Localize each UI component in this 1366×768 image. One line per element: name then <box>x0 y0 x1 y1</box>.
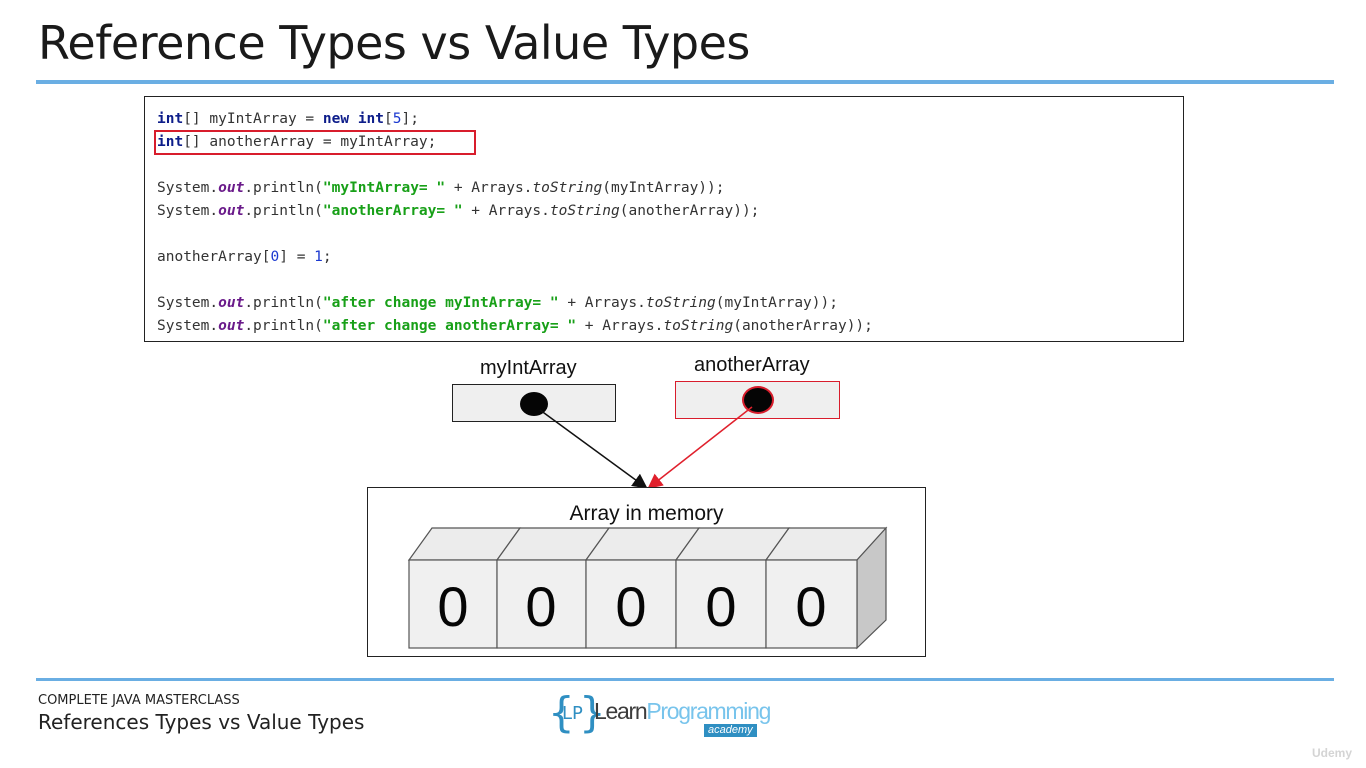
array-cell-value: 0 <box>525 575 557 638</box>
code-text: [] anotherArray = myIntArray; <box>183 134 437 150</box>
array-cell-value: 0 <box>795 575 827 638</box>
code-line: int[] myIntArray = new int[5]; <box>157 111 419 127</box>
footer-divider <box>36 678 1334 681</box>
memory-label: Array in memory <box>569 502 724 525</box>
code-static-method: toString <box>532 180 603 196</box>
code-string: "anotherArray= " <box>322 203 463 219</box>
logo-programming: Programming <box>646 698 771 724</box>
code-keyword: int <box>157 111 184 127</box>
code-keyword: new <box>322 111 350 127</box>
array-cell-value: 0 <box>437 575 469 638</box>
code-text: (anotherArray)); <box>733 318 873 334</box>
code-string: "after change anotherArray= " <box>322 318 577 334</box>
ref-label-myintarray: myIntArray <box>480 357 577 379</box>
logo-academy: academy <box>704 724 757 737</box>
code-text: System. <box>157 180 219 196</box>
code-static-method: toString <box>549 203 620 219</box>
code-text: anotherArray[ <box>157 249 271 265</box>
code-field: out <box>218 203 245 219</box>
code-line: int[] anotherArray = myIntArray; <box>157 134 436 150</box>
code-field: out <box>218 295 245 311</box>
logo-learn: Learn <box>594 698 648 724</box>
code-line: System.out.println("after change another… <box>157 318 873 334</box>
code-text: System. <box>157 318 219 334</box>
course-name: COMPLETE JAVA MASTERCLASS <box>38 693 240 708</box>
code-line: System.out.println("after change myIntAr… <box>157 295 838 311</box>
code-keyword: int <box>157 134 184 150</box>
code-string: "after change myIntArray= " <box>322 295 559 311</box>
array-cell-value: 0 <box>615 575 647 638</box>
code-text: + Arrays. <box>558 295 646 311</box>
pointer-dot <box>520 392 548 416</box>
udemy-watermark: Udemy <box>1311 746 1352 760</box>
code-text: + Arrays. <box>445 180 533 196</box>
array-cell-value: 0 <box>705 575 737 638</box>
code-text: (myIntArray)); <box>715 295 838 311</box>
code-listing: int[] myIntArray = new int[5]; int[] ano… <box>144 96 1184 342</box>
code-number: 1 <box>314 249 323 265</box>
code-text: ]; <box>401 111 419 127</box>
ref-box-anotherarray <box>675 381 840 419</box>
slide-title: Reference Types vs Value Types <box>38 16 750 70</box>
code-number: 0 <box>270 249 280 265</box>
code-text: [] myIntArray = <box>183 111 323 127</box>
code-field: out <box>218 318 245 334</box>
logo-wordmark: LearnProgramming <box>594 698 771 725</box>
code-text: ; <box>322 249 332 265</box>
code-number: 5 <box>392 111 402 127</box>
code-text: + Arrays. <box>462 203 550 219</box>
code-text: .println( <box>244 180 323 196</box>
code-static-method: toString <box>663 318 734 334</box>
code-text: (anotherArray)); <box>619 203 760 219</box>
logo-brace-close: } <box>579 688 606 737</box>
title-divider <box>36 80 1334 84</box>
code-text: .println( <box>244 318 323 334</box>
code-text: System. <box>157 203 219 219</box>
code-line: anotherArray[0] = 1; <box>157 249 332 265</box>
ref-box-myintarray <box>452 384 616 422</box>
code-text: (myIntArray)); <box>602 180 725 196</box>
code-text: System. <box>157 295 219 311</box>
code-line: System.out.println("anotherArray= " + Ar… <box>157 203 759 219</box>
code-text: ] = <box>279 249 315 265</box>
code-static-method: toString <box>645 295 716 311</box>
code-text: + Arrays. <box>576 318 664 334</box>
code-text: [ <box>384 111 393 127</box>
code-keyword: int <box>357 111 385 127</box>
highlight-box <box>154 130 476 155</box>
code-text: .println( <box>244 295 323 311</box>
code-line: System.out.println("myIntArray= " + Arra… <box>157 180 724 196</box>
lecture-title: References Types vs Value Types <box>38 710 365 734</box>
pointer-dot <box>744 388 772 412</box>
logo-lp: LP <box>562 703 583 724</box>
ref-label-anotherarray: anotherArray <box>694 354 810 376</box>
logo-brace-open: { <box>548 688 575 737</box>
code-text: .println( <box>244 203 323 219</box>
code-field: out <box>218 180 245 196</box>
code-string: "myIntArray= " <box>322 180 446 196</box>
code-text <box>349 111 358 127</box>
